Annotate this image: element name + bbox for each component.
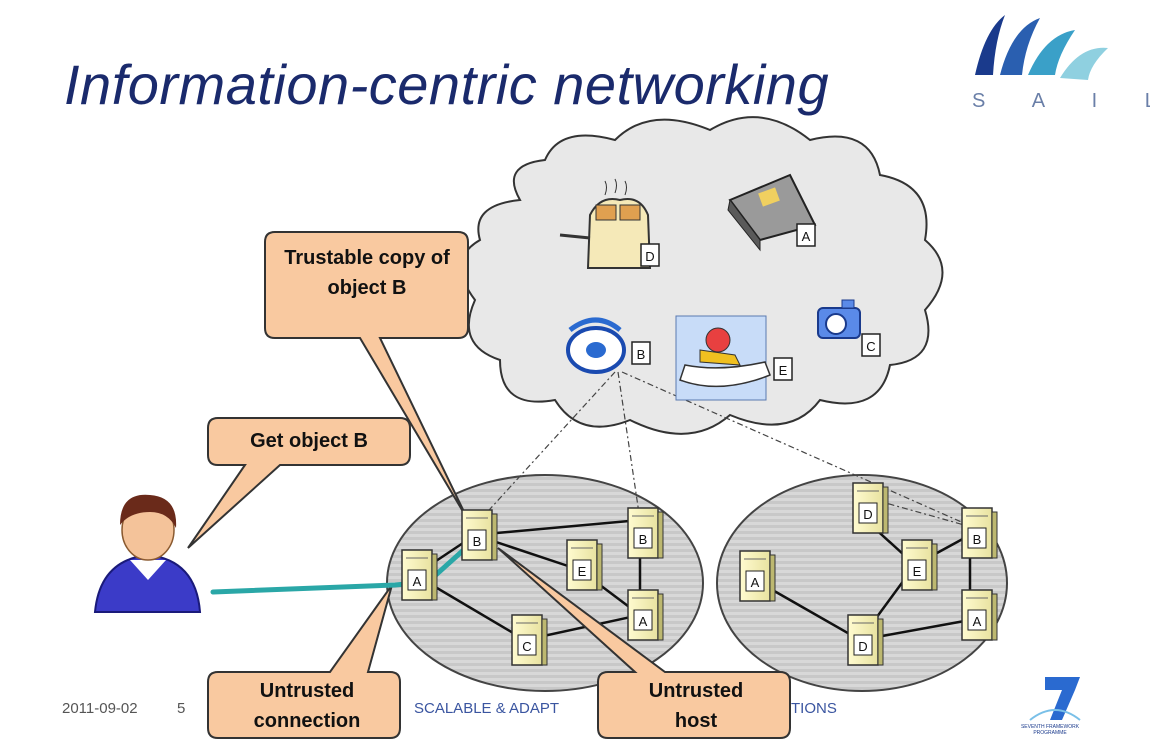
server-right-a: A bbox=[961, 589, 998, 641]
cloud-object-label: B bbox=[637, 347, 646, 362]
footer-date: 2011-09-02 bbox=[62, 700, 138, 717]
server-left-a: A bbox=[401, 549, 438, 601]
callout-get-object bbox=[187, 417, 411, 549]
sail-logo-icon bbox=[975, 15, 1108, 80]
cloud-object-tag-d: D bbox=[640, 243, 660, 267]
callout-trustable-text: Trustable copy of object B bbox=[284, 247, 450, 299]
server-label: A bbox=[639, 614, 648, 629]
cloud-object-tag-b: B bbox=[631, 341, 651, 365]
footer-project-text-end: TIONS bbox=[791, 700, 837, 717]
server-label: E bbox=[913, 564, 922, 579]
film-reel-icon bbox=[566, 317, 626, 374]
server-right-e: E bbox=[901, 539, 938, 591]
server-label: D bbox=[863, 507, 872, 522]
sail-logo-text: S A I L bbox=[972, 90, 1150, 112]
server-label: D bbox=[858, 639, 867, 654]
fp7-logo-icon bbox=[1029, 677, 1081, 721]
cloud-object-tag-e: E bbox=[773, 357, 793, 381]
footer-page-number: 5 bbox=[177, 700, 186, 717]
callout-untrusted-host bbox=[497, 547, 791, 739]
server-right-a: A bbox=[739, 550, 776, 602]
cloud-object-label: A bbox=[802, 229, 811, 244]
page-title: Information-centric networking bbox=[64, 53, 830, 116]
cloud-object-tag-c: C bbox=[861, 333, 881, 357]
cloud-object-label: D bbox=[645, 249, 654, 264]
callout-untrusted-connection-text: Untrusted connection bbox=[253, 680, 361, 732]
network-right bbox=[716, 474, 1008, 692]
server-left-e: E bbox=[566, 539, 603, 591]
server-left-b: B bbox=[461, 509, 498, 561]
server-label: C bbox=[522, 639, 531, 654]
server-right-b: B bbox=[961, 507, 998, 559]
server-left-b: B bbox=[627, 507, 664, 559]
server-label: B bbox=[973, 532, 982, 547]
footer-project-text: SCALABLE & ADAPT bbox=[414, 700, 560, 717]
camera-icon bbox=[817, 299, 861, 339]
jetski-icon bbox=[675, 315, 771, 401]
cloud-object-label: E bbox=[779, 363, 788, 378]
user-avatar-icon bbox=[93, 494, 202, 613]
server-left-a: A bbox=[627, 589, 664, 641]
server-label: B bbox=[639, 532, 648, 547]
server-left-c: C bbox=[511, 614, 548, 666]
server-label: A bbox=[751, 575, 760, 590]
cloud-object-tag-a: A bbox=[796, 223, 816, 247]
callout-untrusted-host-text: Untrusted host bbox=[648, 680, 744, 732]
server-label: A bbox=[413, 574, 422, 589]
book-icon bbox=[727, 173, 817, 252]
resolution-lines bbox=[479, 371, 976, 529]
server-label: A bbox=[973, 614, 982, 629]
server-label: E bbox=[578, 564, 587, 579]
fp7-logo-text: SEVENTH FRAMEWORK PROGRAMME bbox=[1020, 724, 1080, 736]
cloud-object-label: C bbox=[866, 339, 875, 354]
toaster-icon bbox=[559, 178, 652, 269]
callout-get-object-text: Get object B bbox=[250, 430, 368, 452]
server-label: B bbox=[473, 534, 482, 549]
server-right-d: D bbox=[852, 482, 889, 534]
callout-untrusted-connection bbox=[207, 584, 401, 739]
server-right-d: D bbox=[847, 614, 884, 666]
callout-trustable bbox=[264, 231, 469, 521]
